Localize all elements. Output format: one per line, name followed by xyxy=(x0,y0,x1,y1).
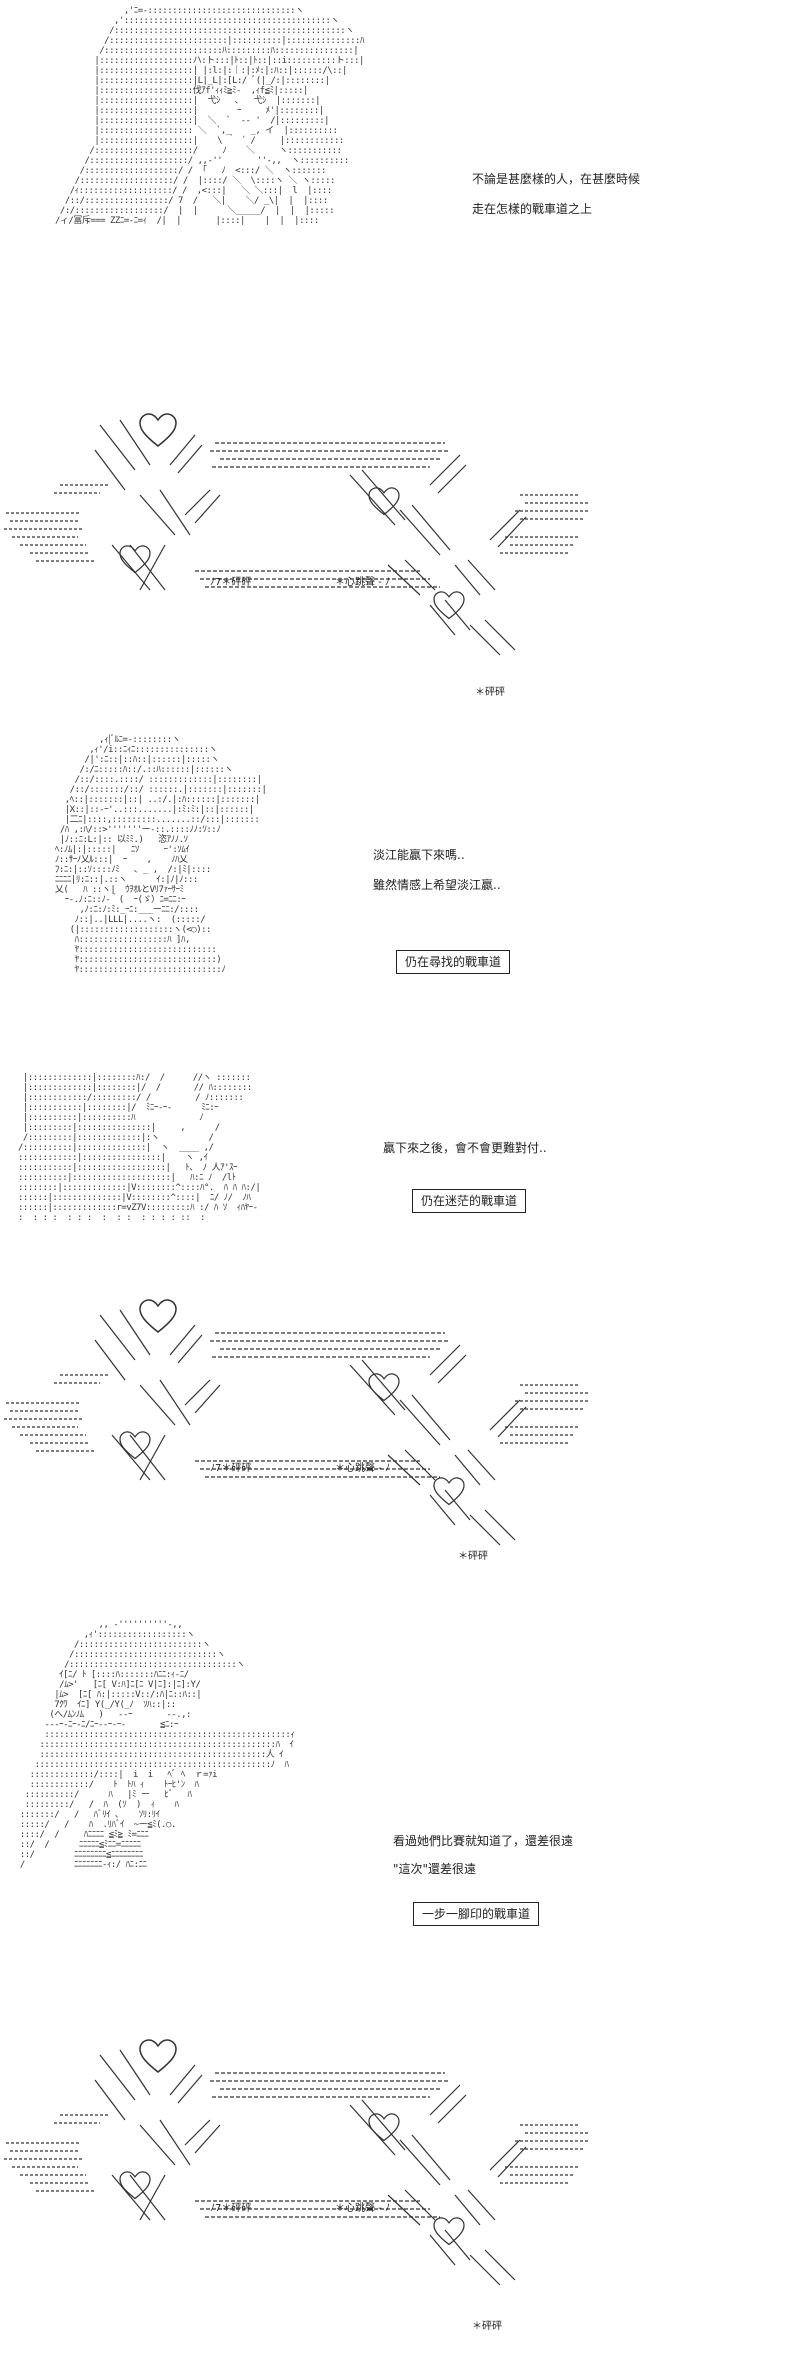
sfx-heartbeat: ＊心跳聲 - ﾉ xyxy=(335,2203,390,2214)
heart-icon xyxy=(139,2039,177,2073)
panel-4: |:::::::::::::|::::::::ﾊ:/ / //ヽ :::::::… xyxy=(0,1065,800,1265)
panel-6: ,, -''''''''''-,, ,ｨ'::::::::::::::::::ヽ… xyxy=(0,1620,800,2000)
heart-icon xyxy=(119,1431,151,1460)
heartbeat-panel-3: ﾉ7＊砰砰 ＊心跳聲 - ﾉ ＊砰砰 xyxy=(0,2025,800,2360)
sfx-heartbeat: ＊心跳聲 - ﾉ xyxy=(335,1463,390,1474)
heart-icon xyxy=(119,2171,151,2200)
ascii-art-figure-4: |:::::::::::::|::::::::ﾊ:/ / //ヽ :::::::… xyxy=(18,1073,261,1223)
panel3-label-box: 仍在尋找的戰車道 xyxy=(396,950,511,974)
heart-icon xyxy=(119,545,151,574)
panel4-label-box: 仍在迷茫的戰車道 xyxy=(412,1189,527,1213)
heart-icon xyxy=(139,413,177,447)
sfx-heartbeat: ＊心跳聲 - ﾉ xyxy=(335,577,390,588)
panel6-line-1: 看過她們比賽就知道了，還差很遠 xyxy=(393,1834,574,1848)
sfx-pound-left: ﾉ7＊砰砰 xyxy=(210,1463,252,1474)
ascii-art-figure-3: ,ｨ|ﾞﾙﾆ=-::::::::ヽ ,ｨ'/i::ﾆｨﾆ::::::::::::… xyxy=(54,735,267,975)
panel6-label-box: 一步一腳印的戰車道 xyxy=(413,1902,540,1926)
heart-icon xyxy=(433,1477,465,1506)
heartbeat-panel-1: ﾉ7＊砰砰 ＊心跳聲 - ﾉ ＊砰砰 xyxy=(0,395,800,725)
sfx-pound-right: ＊砰砰 xyxy=(475,687,505,698)
ascii-art-figure-1: ,'ﾆ=-::::::::::::::::::::::::::::::ヽ ,':… xyxy=(55,6,364,226)
panel3-line-2: 雖然情感上希望淡江贏.. xyxy=(373,878,501,892)
panel3-line-1: 淡江能贏下來嗎.. xyxy=(373,848,465,862)
heart-icon xyxy=(368,487,400,516)
heartbeat-panel-2: ﾉ7＊砰砰 ＊心跳聲 - ﾉ ＊砰砰 xyxy=(0,1285,800,1610)
heartbeat-art-2 xyxy=(4,1309,590,1546)
panel6-line-2: "這次"還差很遠 xyxy=(393,1862,477,1876)
caption-line-1: 不論是甚麼樣的人，在甚麼時候 xyxy=(472,172,641,186)
heart-icon xyxy=(433,2217,465,2246)
sfx-pound-right: ＊砰砰 xyxy=(458,1551,488,1562)
panel4-line-1: 贏下來之後，會不會更難對付.. xyxy=(383,1141,547,1155)
caption-line-2: 走在怎樣的戰車道之上 xyxy=(472,202,593,216)
heartbeat-art-3 xyxy=(4,2049,590,2286)
speed-lines-left xyxy=(4,484,110,562)
heart-icon xyxy=(433,591,465,620)
heart-icon xyxy=(139,1299,177,1333)
sfx-pound-left: ﾉ7＊砰砰 xyxy=(210,577,252,588)
sfx-pound-right: ＊砰砰 xyxy=(472,2321,502,2332)
ascii-art-figure-6: ,, -''''''''''-,, ,ｨ'::::::::::::::::::ヽ… xyxy=(19,1620,295,1870)
sfx-pound-left: ﾉ7＊砰砰 xyxy=(210,2203,252,2214)
speed-lines-right xyxy=(500,494,590,554)
panel-1: ,'ﾆ=-::::::::::::::::::::::::::::::ヽ ,':… xyxy=(0,0,800,380)
speed-lines-center xyxy=(195,442,450,588)
heart-icon xyxy=(368,1373,400,1402)
heart-icon xyxy=(368,2113,400,2142)
heartbeat-art-1 xyxy=(4,419,590,656)
panel-3: ,ｨ|ﾞﾙﾆ=-::::::::ヽ ,ｨ'/i::ﾆｨﾆ::::::::::::… xyxy=(0,735,800,1035)
